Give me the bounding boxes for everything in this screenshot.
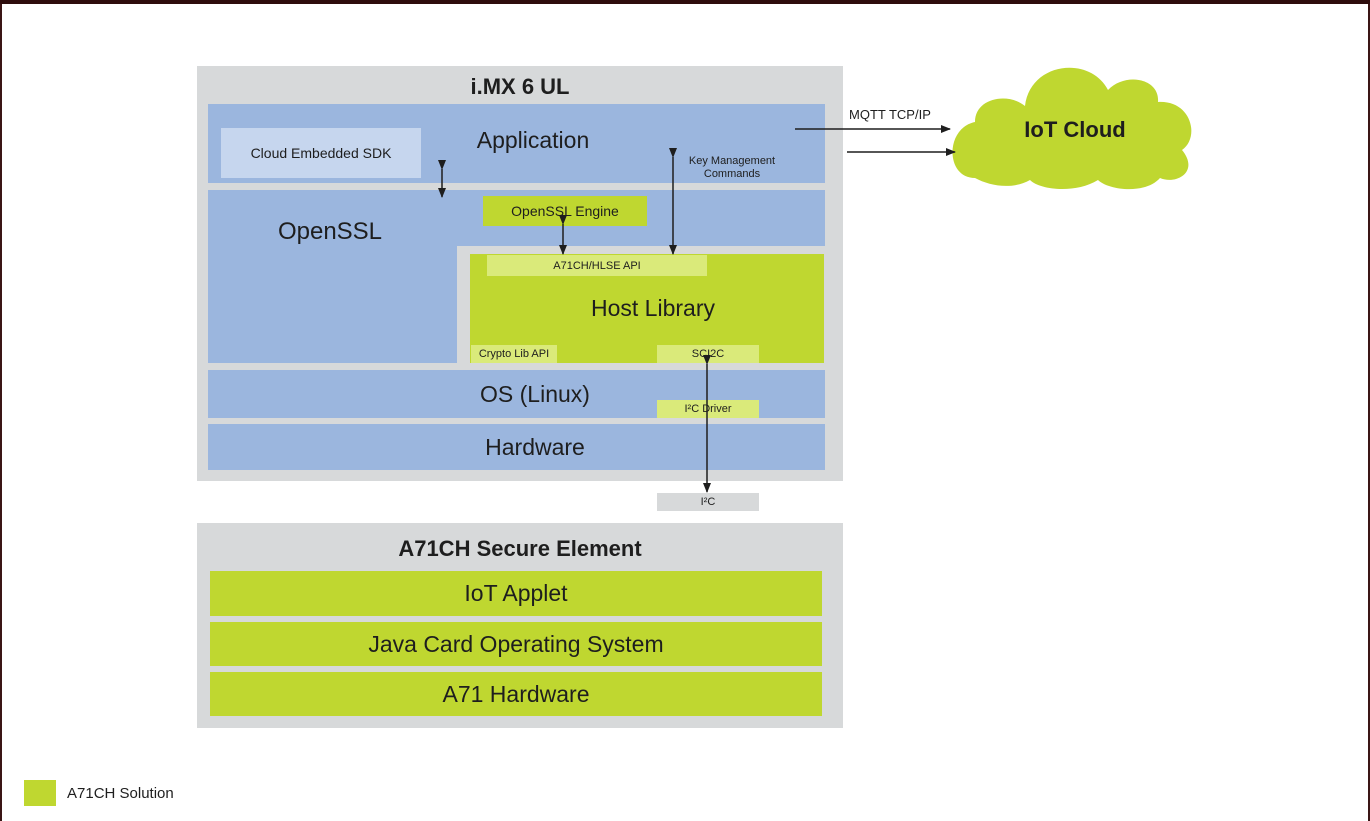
host-library-label: Host Library bbox=[591, 294, 715, 321]
i2c-bus: I²C bbox=[657, 493, 759, 511]
crypto-lib-api: Crypto Lib API bbox=[471, 345, 557, 363]
key-management-line1: Key Management bbox=[688, 155, 776, 167]
cloud-embedded-sdk: Cloud Embedded SDK bbox=[221, 128, 421, 178]
iot-cloud-label: IoT Cloud bbox=[1024, 117, 1126, 142]
application-label: Application bbox=[476, 126, 590, 153]
iot-applet-layer: IoT Applet bbox=[210, 571, 822, 616]
legend-label: A71CH Solution bbox=[67, 785, 174, 802]
legend-swatch bbox=[24, 780, 56, 806]
sci2c-interface: SCI2C bbox=[657, 345, 759, 363]
key-management-label: Key Management Commands bbox=[672, 155, 792, 181]
a71-hardware-layer: A71 Hardware bbox=[210, 672, 822, 716]
mqtt-label: MQTT TCP/IP bbox=[849, 107, 931, 122]
hardware-layer bbox=[208, 424, 825, 470]
imx-title: i.MX 6 UL bbox=[470, 74, 570, 99]
java-card-os-layer: Java Card Operating System bbox=[210, 622, 822, 666]
top-border bbox=[0, 0, 1370, 4]
secure-element-title: A71CH Secure Element bbox=[398, 536, 642, 561]
key-management-line2: Commands bbox=[703, 168, 761, 180]
openssl-label: OpenSSL bbox=[277, 218, 383, 245]
os-label: OS (Linux) bbox=[480, 380, 590, 407]
a71ch-hlse-api: A71CH/HLSE API bbox=[487, 255, 707, 276]
hardware-label: Hardware bbox=[485, 433, 585, 460]
